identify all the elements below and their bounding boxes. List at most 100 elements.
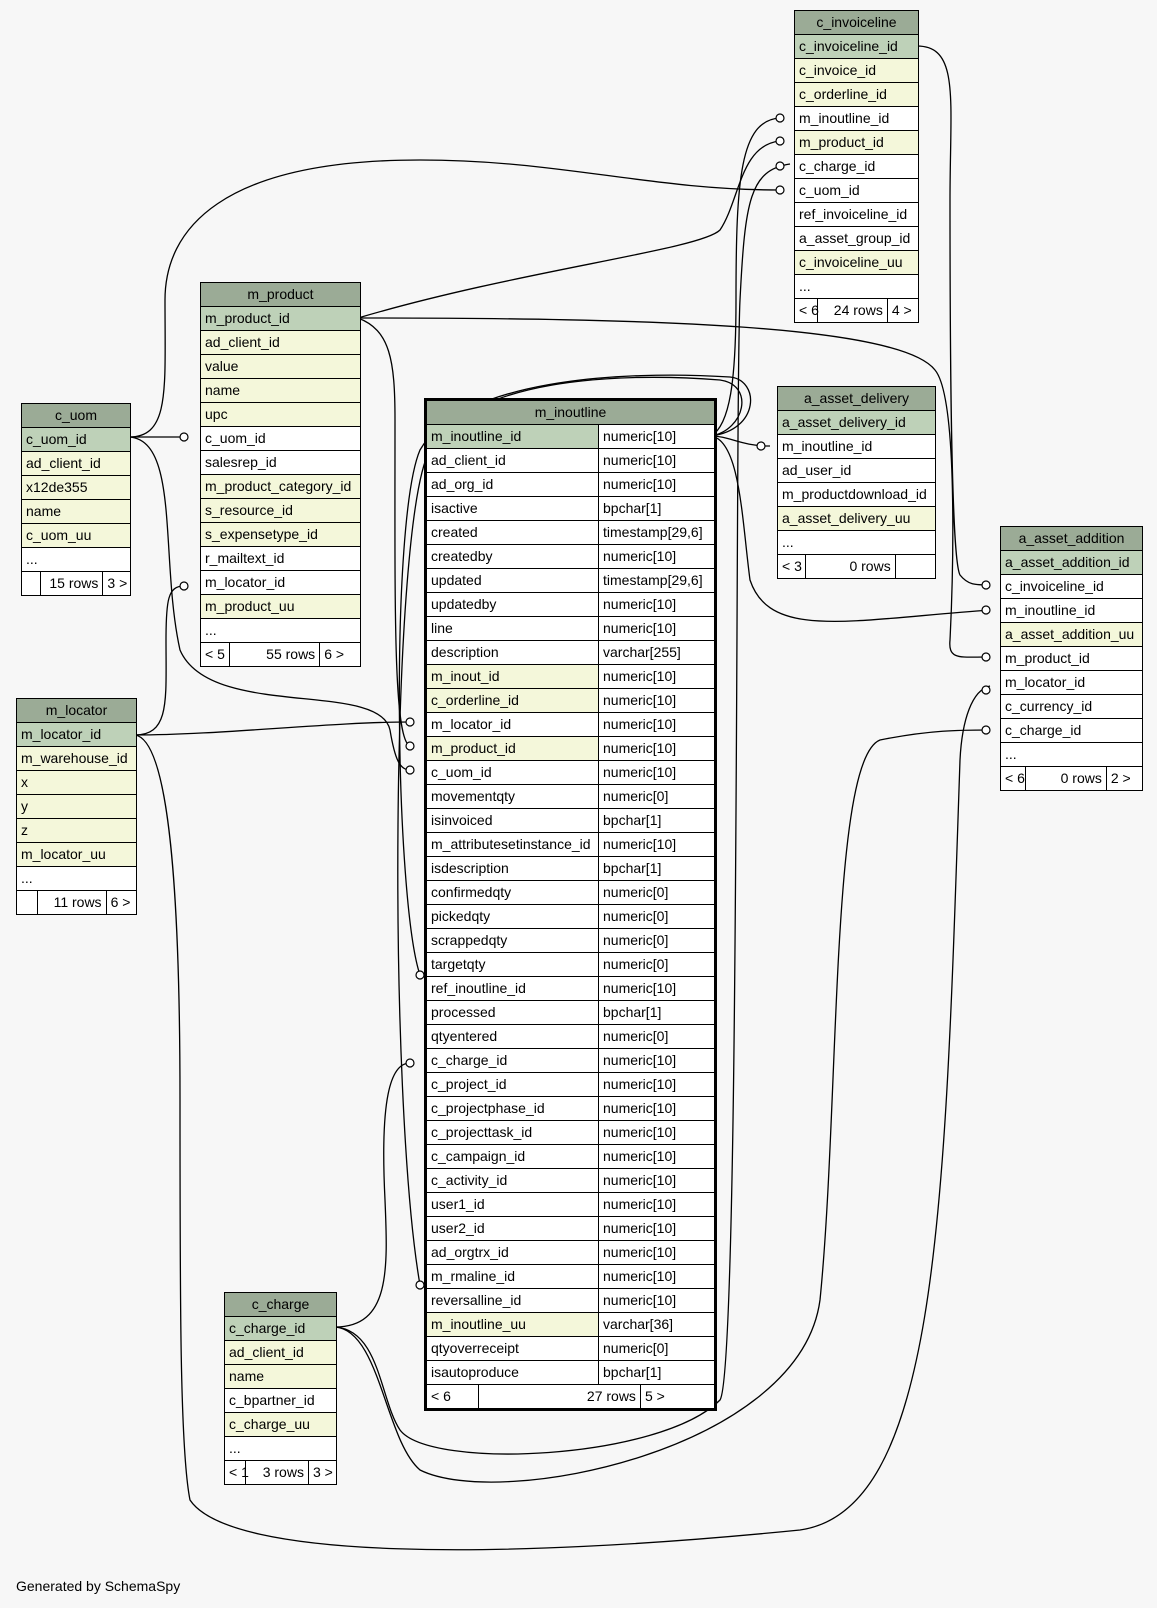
column-row[interactable]: x12de355	[22, 476, 130, 500]
column-row[interactable]: m_inoutline_id	[778, 435, 935, 459]
column-row[interactable]: m_product_category_id	[201, 475, 360, 499]
column-row[interactable]: ...	[22, 548, 130, 572]
column-row[interactable]: m_locator_id	[201, 571, 360, 595]
table-header[interactable]: m_product	[201, 283, 360, 307]
column-row[interactable]: a_asset_delivery_id	[778, 411, 935, 435]
parents-link[interactable]: < 6	[1001, 767, 1027, 790]
column-row[interactable]: ...	[1001, 743, 1142, 767]
column-row[interactable]: m_locator_id	[1001, 671, 1142, 695]
column-row[interactable]: c_uom_id	[22, 428, 130, 452]
column-row[interactable]: m_inoutline_id	[795, 107, 918, 131]
column-row[interactable]: name	[201, 379, 360, 403]
column-row[interactable]: a_asset_delivery_uu	[778, 507, 935, 531]
column-row[interactable]: c_currency_id	[1001, 695, 1142, 719]
column-row[interactable]: m_product_id	[1001, 647, 1142, 671]
table-header[interactable]: c_charge	[225, 1293, 336, 1317]
column-row[interactable]: m_warehouse_id	[17, 747, 136, 771]
column-row[interactable]: a_asset_addition_uu	[1001, 623, 1142, 647]
column-row[interactable]: m_locator_id	[17, 723, 136, 747]
parents-link[interactable]	[22, 572, 42, 595]
parents-link[interactable]: < 6	[427, 1385, 479, 1408]
column-row[interactable]: y	[17, 795, 136, 819]
children-link[interactable]: 3 >	[312, 1464, 333, 1480]
column-row[interactable]: c_charge_id	[1001, 719, 1142, 743]
column-row[interactable]: m_locator_uu	[17, 843, 136, 867]
column-row[interactable]: m_product_id	[795, 131, 918, 155]
column-row[interactable]: ...	[201, 619, 360, 643]
column-row[interactable]: x	[17, 771, 136, 795]
column-row[interactable]: value	[201, 355, 360, 379]
column-row[interactable]: ...	[795, 275, 918, 299]
column-row[interactable]: c_charge_id	[795, 155, 918, 179]
column-row[interactable]: ad_user_id	[778, 459, 935, 483]
column-row[interactable]: c_invoiceline_uu	[795, 251, 918, 275]
table-header[interactable]: a_asset_delivery	[778, 387, 935, 411]
parents-link[interactable]	[17, 891, 39, 914]
column-row[interactable]: c_invoiceline_id	[795, 35, 918, 59]
column-row[interactable]: s_expensetype_id	[201, 523, 360, 547]
column-row[interactable]: ad_client_id	[22, 452, 130, 476]
children-link[interactable]: 4 >	[891, 302, 912, 318]
children-link[interactable]: 6 >	[110, 894, 131, 910]
parents-link[interactable]: < 5	[201, 643, 230, 666]
column-row[interactable]: c_uom_uu	[22, 524, 130, 548]
parents-link[interactable]: < 6	[795, 299, 819, 322]
table-header[interactable]: c_uom	[22, 404, 130, 428]
column-row[interactable]: ...	[225, 1437, 336, 1461]
table-header[interactable]: a_asset_addition	[1001, 527, 1142, 551]
children-link[interactable]: 2 >	[1110, 770, 1131, 786]
column-row[interactable]: ad_client_id	[225, 1341, 336, 1365]
column-row[interactable]: name	[225, 1365, 336, 1389]
column-row[interactable]: c_bpartner_id	[225, 1389, 336, 1413]
column-row[interactable]: c_charge_uu	[225, 1413, 336, 1437]
children-link[interactable]: 5 >	[644, 1388, 665, 1404]
column-row[interactable]: m_product_id	[201, 307, 360, 331]
column-row[interactable]: a_asset_addition_id	[1001, 551, 1142, 575]
column-row[interactable]: ...	[17, 867, 136, 891]
column-row[interactable]: m_productdownload_id	[778, 483, 935, 507]
column-row[interactable]: c_charge_id	[225, 1317, 336, 1341]
column-row[interactable]: c_orderline_id	[795, 83, 918, 107]
children-link[interactable]: 6 >	[324, 646, 345, 662]
column-row[interactable]: z	[17, 819, 136, 843]
column-row[interactable]: c_invoice_id	[795, 59, 918, 83]
column-row[interactable]: c_invoiceline_id	[1001, 575, 1142, 599]
column-row[interactable]: m_inoutline_id	[1001, 599, 1142, 623]
table-header[interactable]: m_inoutline	[427, 401, 714, 425]
column-row[interactable]: salesrep_id	[201, 451, 360, 475]
column-row[interactable]: c_uom_id	[201, 427, 360, 451]
table-header[interactable]: c_invoiceline	[795, 11, 918, 35]
column-row[interactable]: s_resource_id	[201, 499, 360, 523]
